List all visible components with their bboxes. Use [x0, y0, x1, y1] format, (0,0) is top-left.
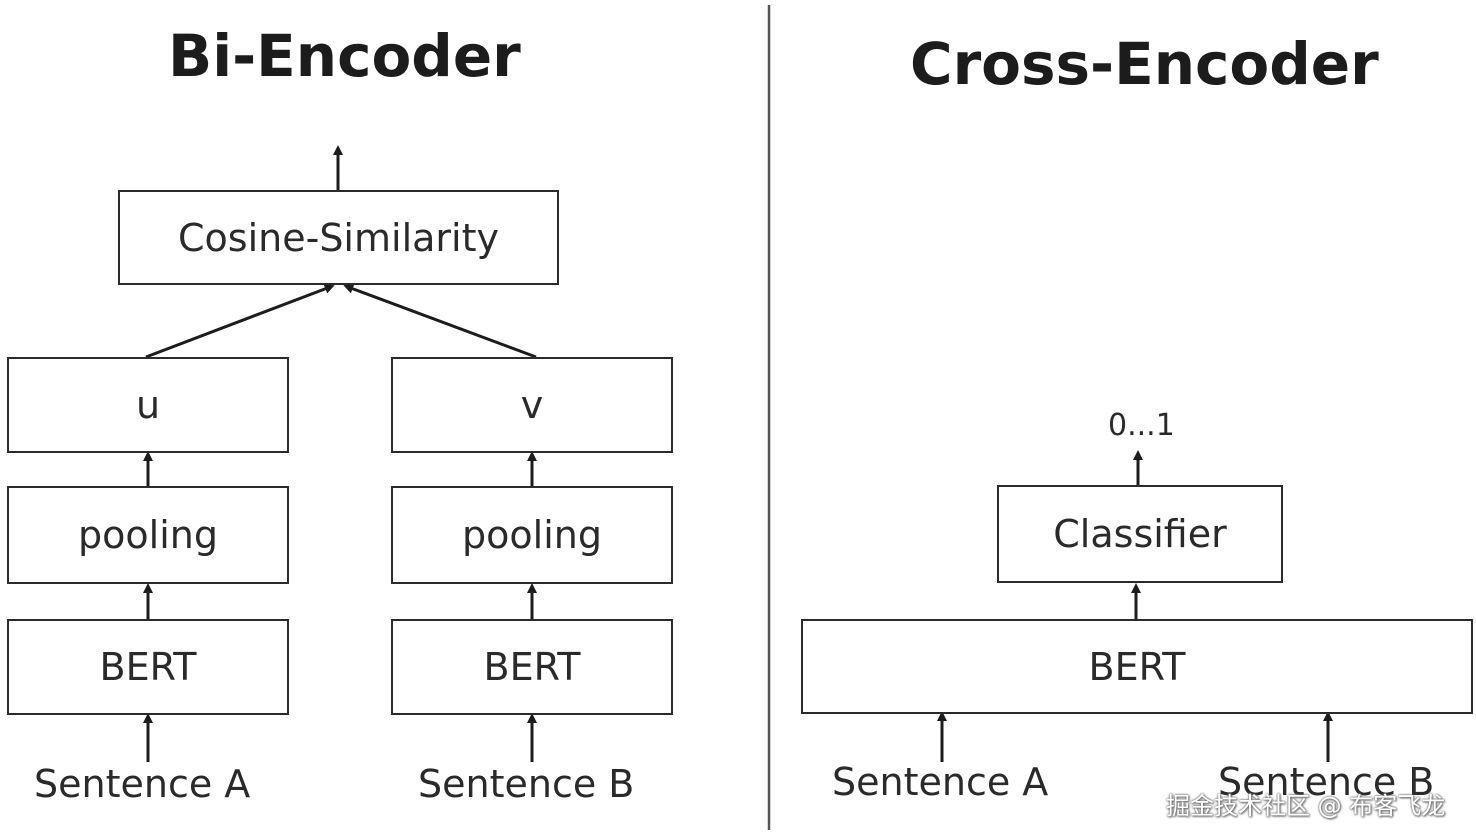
- v-to-cosine-arrow: [343, 284, 537, 359]
- classifier-label: Classifier: [1053, 512, 1227, 556]
- cross-encoder-title: Cross-Encoder: [910, 30, 1379, 98]
- v-vector-box: v: [391, 357, 673, 453]
- bert-right-box: BERT: [391, 619, 673, 715]
- cosine-similarity-box: Cosine-Similarity: [118, 190, 559, 285]
- pooling-right-box: pooling: [391, 486, 673, 584]
- pooling-left-box: pooling: [7, 486, 289, 584]
- cross-sentence-a-label: Sentence A: [832, 760, 1049, 804]
- u-to-cosine-arrow: [145, 284, 335, 359]
- watermark-text: 掘金技术社区 @ 布客飞龙: [1166, 792, 1446, 820]
- bert-right-label: BERT: [483, 645, 581, 689]
- pooling-left-label: pooling: [78, 513, 218, 557]
- bi-sentence-a-label: Sentence A: [34, 762, 251, 806]
- cross-bert-box: BERT: [801, 619, 1473, 714]
- bi-sentence-b-label: Sentence B: [418, 762, 635, 806]
- pooling-right-label: pooling: [462, 513, 602, 557]
- cross-bert-label: BERT: [1088, 644, 1186, 689]
- bi-encoder-title: Bi-Encoder: [168, 22, 521, 90]
- bert-left-label: BERT: [99, 645, 197, 689]
- classifier-box: Classifier: [997, 485, 1283, 583]
- classifier-output-label: 0...1: [1108, 408, 1175, 443]
- bert-left-box: BERT: [7, 619, 289, 715]
- u-vector-box: u: [7, 357, 289, 453]
- cross-sentence-b-label: Sentence B: [1218, 760, 1435, 804]
- v-vector-label: v: [520, 383, 544, 427]
- cosine-similarity-label: Cosine-Similarity: [178, 215, 499, 260]
- u-vector-label: u: [135, 383, 161, 427]
